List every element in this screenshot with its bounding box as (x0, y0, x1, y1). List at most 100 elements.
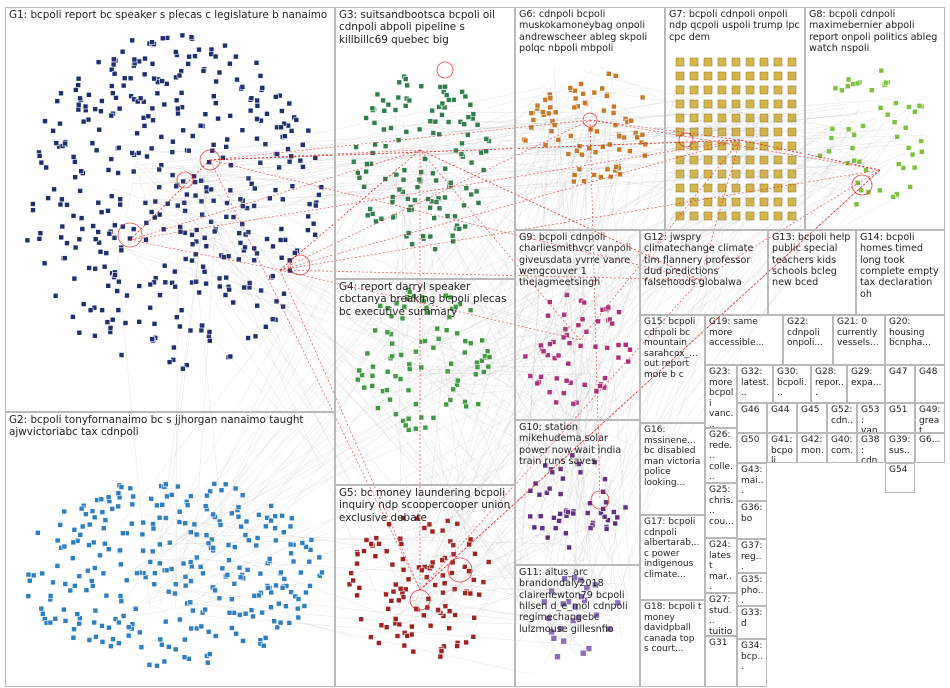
self-loop (678, 132, 694, 148)
g10-node (577, 469, 584, 476)
edge (187, 252, 417, 547)
edge (154, 91, 557, 187)
edge (175, 172, 527, 448)
edge (525, 102, 762, 486)
g7-node (703, 99, 713, 109)
g6-node (568, 133, 574, 139)
edge (370, 158, 432, 202)
edge (560, 555, 602, 593)
g3-node (452, 213, 458, 220)
g1-node (186, 53, 192, 60)
g8-node (895, 161, 902, 167)
edge (201, 239, 445, 341)
g9-node (575, 322, 582, 329)
g6-node (604, 93, 610, 99)
edge (177, 119, 846, 562)
edge (631, 120, 759, 488)
g1-node (280, 303, 286, 310)
g1-node (36, 153, 43, 159)
g3-node (416, 176, 423, 183)
g6-node (578, 81, 584, 87)
edge (385, 588, 580, 592)
edge (602, 162, 896, 493)
edge (593, 132, 605, 164)
g7-node (675, 169, 685, 179)
g4-node (399, 315, 406, 322)
edge (369, 588, 559, 624)
g9-node (565, 360, 572, 367)
g1-node (213, 78, 219, 85)
group-g51-label: G51 (889, 405, 908, 415)
edge (148, 516, 170, 552)
g5-node (471, 614, 478, 621)
g1-node (312, 155, 319, 161)
g2-node (103, 592, 110, 599)
g2-node (125, 624, 132, 630)
g1-node (87, 307, 94, 314)
g1-node (129, 37, 135, 44)
edge (392, 352, 585, 450)
g1-node (112, 271, 118, 278)
g2-node (61, 508, 68, 515)
edge (590, 479, 611, 584)
red-edge (279, 149, 421, 271)
g11-node (540, 598, 548, 606)
edge (594, 121, 727, 149)
g2-node (306, 558, 313, 565)
g3-node (418, 83, 425, 89)
g5-node (452, 612, 458, 618)
g7-node (717, 211, 727, 221)
g9-node (538, 342, 544, 349)
g5-node (425, 596, 432, 602)
g1-node (119, 48, 126, 55)
g2-node (229, 510, 235, 517)
g3-node (396, 186, 403, 193)
g1-node (179, 32, 186, 39)
g11-node (572, 603, 579, 611)
g3-node (459, 140, 465, 147)
g4-node (401, 303, 408, 310)
g4-node (370, 363, 376, 370)
g1-node (253, 59, 260, 66)
g3-node (440, 89, 447, 95)
red-edge (419, 149, 581, 341)
g2-node (108, 643, 114, 650)
g2-node (268, 589, 275, 596)
g2-node (205, 628, 212, 635)
g5-node (400, 594, 407, 600)
g1-node (108, 112, 115, 119)
g2-node (303, 543, 309, 550)
g1-node (212, 53, 219, 60)
edge (458, 115, 740, 574)
g1-node (269, 273, 276, 279)
g4-node (448, 360, 454, 367)
g2-node (243, 518, 250, 525)
group-g10-label: G10: station mikehudema solar power now … (519, 422, 622, 467)
g7-node (717, 155, 727, 165)
group-g4: G4: report darryl speaker cbctanya break… (335, 279, 515, 485)
g2-node (130, 493, 136, 500)
edge (454, 581, 611, 617)
g3-node (372, 141, 378, 148)
edge (152, 181, 566, 607)
edge (454, 121, 601, 535)
g7-node (773, 127, 783, 137)
g4-node (447, 397, 454, 403)
g7-node (703, 183, 713, 193)
g1-node (148, 145, 155, 152)
g1-node (161, 262, 168, 269)
group-g3-label: G3: suitsandbootsca bcpoli oil cdnpoli a… (339, 9, 496, 46)
g2-node (268, 503, 275, 509)
g2-node (110, 636, 116, 643)
g1-node (75, 101, 82, 108)
g1-node (99, 307, 105, 314)
g6-node (617, 171, 623, 178)
g2-node (116, 619, 122, 626)
g4-node (397, 376, 404, 382)
edge (544, 382, 579, 598)
g3-node (463, 185, 470, 191)
g8-node (851, 132, 857, 138)
edge (425, 170, 681, 332)
group-g1-label: G1: bcpoli report bc speaker s plecas c … (9, 9, 328, 21)
g2-node (99, 623, 105, 629)
